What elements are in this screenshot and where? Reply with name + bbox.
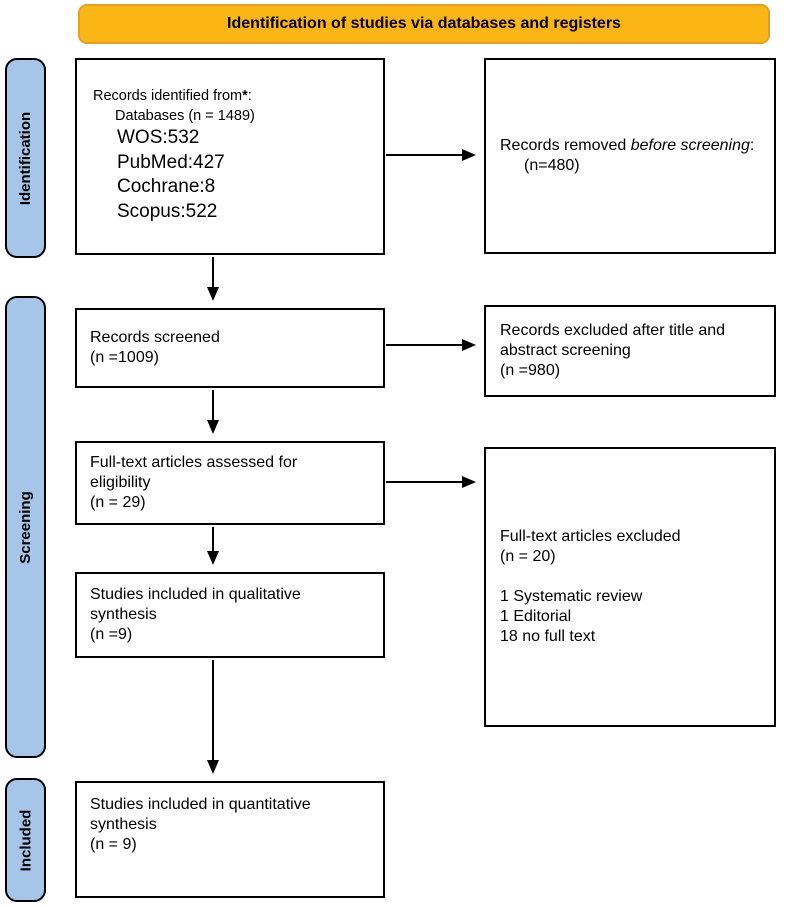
source-scopus: Scopus:522 [117,201,218,223]
sidebar-phase-identification-label: Identification [17,111,34,205]
fulltext-excluded-count: (n = 20) [500,548,556,565]
sidebar-phase-included: Included [5,778,46,902]
records-excluded-count: (n =980) [500,362,561,379]
sidebar-phase-identification: Identification [5,58,46,258]
source-pubmed: PubMed:427 [117,151,225,173]
fulltext-excluded-line1: Full-text articles excluded [500,528,681,545]
fulltext-assessed-count: (n = 29) [90,494,146,511]
box-records-removed: Records removed before screening: (n=480… [484,58,776,254]
source-wos: WOS:532 [117,127,200,148]
qualitative-line1: Studies included in qualitative [90,586,301,603]
records-screened-count: (n =1009) [90,349,159,366]
box-records-screened: Records screened (n =1009) [75,308,385,388]
quantitative-line2: synthesis [90,816,157,833]
sidebar-phase-screening-label: Screening [17,490,34,564]
records-excluded-line1: Records excluded after title and [500,322,726,339]
banner-title: Identification of studies via databases … [78,4,770,44]
source-cochrane: Cochrane:8 [117,176,216,198]
quantitative-line1: Studies included in quantitative [90,796,311,813]
box-quantitative-synthesis: Studies included in quantitative synthes… [75,781,385,898]
records-identified-star: * [242,88,248,104]
records-removed-line1: Records removed before screening: [500,136,766,156]
sidebar-phase-included-label: Included [17,809,35,871]
box-records-excluded-title: Records excluded after title and abstrac… [484,305,776,397]
records-removed-prefix: Records removed [500,137,631,154]
records-identified-line1: Records identified from*: [93,86,375,106]
box-fulltext-assessed: Full-text articles assessed for eligibil… [75,441,385,525]
spacer [500,567,766,587]
sidebar-phase-screening: Screening [5,296,46,758]
exclusion-reason-1: 1 Systematic review [500,588,643,605]
records-identified-databases: Databases (n = 1489) [115,108,255,124]
records-screened-line1: Records screened [90,329,220,346]
exclusion-reason-3: 18 no full text [500,628,596,645]
qualitative-count: (n =9) [90,626,133,643]
banner-title-text: Identification of studies via databases … [227,15,621,32]
records-excluded-line2: abstract screening [500,342,631,359]
records-removed-count: (n=480) [524,157,580,174]
box-qualitative-synthesis: Studies included in qualitative synthesi… [75,572,385,658]
quantitative-count: (n = 9) [90,836,137,853]
qualitative-line2: synthesis [90,606,157,623]
records-identified-prefix: Records identified from [93,88,243,104]
records-removed-colon: : [749,137,755,154]
fulltext-assessed-line1: Full-text articles assessed for [90,454,298,471]
records-identified-colon: : [247,88,252,104]
box-fulltext-excluded: Full-text articles excluded (n = 20) 1 S… [484,447,776,727]
exclusion-reason-2: 1 Editorial [500,608,572,625]
records-removed-italic: before screening [630,137,750,154]
box-records-identified: Records identified from*: Databases (n =… [75,58,385,255]
fulltext-assessed-line2: eligibility [90,474,151,491]
